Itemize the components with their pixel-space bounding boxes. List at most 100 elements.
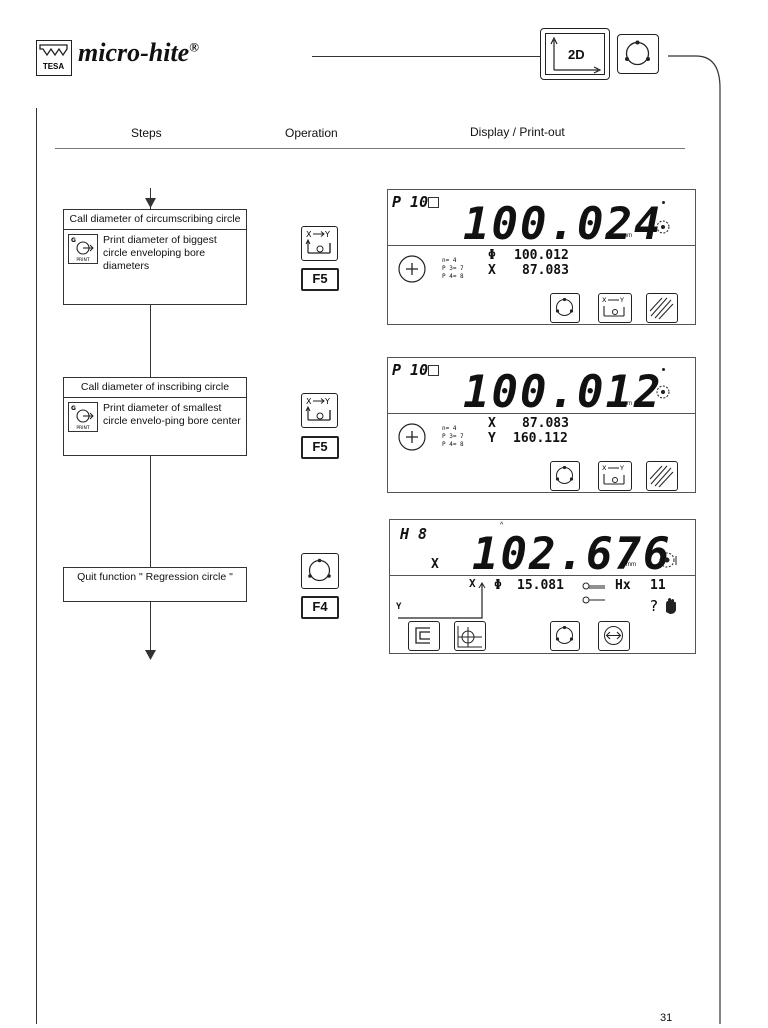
lcd-divider	[390, 575, 695, 576]
lcd-divider	[388, 245, 695, 246]
softkey-crosshair[interactable]	[454, 621, 486, 651]
step-2-box: Call diameter of inscribing circle G PRI…	[63, 377, 247, 456]
svg-text:Y: Y	[619, 296, 624, 304]
circle-plus-icon	[398, 423, 426, 451]
point-count: n= 4	[442, 425, 457, 432]
mode-2d-badge: 2D	[540, 28, 610, 80]
page-border-curve	[668, 55, 721, 1024]
header-divider	[55, 148, 685, 149]
circle-icon	[555, 297, 574, 316]
phi-value: 15.081	[517, 578, 564, 593]
svg-text:X: X	[602, 296, 607, 304]
step-title: Call diameter of inscribing circle	[64, 378, 246, 398]
brand-mark: ®	[189, 39, 199, 55]
key-lock-icon	[582, 582, 605, 604]
help-hand-icon: ?	[650, 597, 676, 615]
program-label: H 8	[400, 525, 428, 543]
probe-icon	[659, 552, 677, 568]
point-p3: P 3= 7	[442, 433, 464, 440]
line1-value: 87.083	[522, 416, 569, 431]
svg-text:G: G	[71, 237, 76, 244]
axis-corner-icon	[398, 582, 486, 619]
step-description: Print diameter of biggest circle envelop…	[103, 234, 217, 272]
checkbox-icon	[428, 365, 439, 376]
line2-symbol: Y	[488, 431, 496, 446]
col-steps: Steps	[131, 126, 162, 140]
step-title: Call diameter of circumscribing circle	[64, 210, 246, 230]
circle-plus-icon	[398, 255, 426, 283]
step-3-box: Quit function " Regression circle "	[63, 567, 247, 602]
softkey-circle[interactable]	[550, 293, 580, 323]
softkey-circle[interactable]	[550, 621, 580, 651]
main-reading: 100.024	[463, 199, 663, 250]
program-label: P 10	[392, 193, 429, 211]
svg-text:PRINT: PRINT	[76, 257, 90, 263]
checkbox-icon	[428, 197, 439, 208]
indicator-dot	[662, 201, 665, 204]
f4-key[interactable]: F4	[301, 596, 339, 619]
unit-label: mm	[626, 562, 636, 568]
indicator-dot	[662, 368, 665, 371]
hatch-icon	[649, 297, 674, 320]
probe-icon	[656, 220, 670, 234]
axis-y-marker: Y	[396, 602, 402, 612]
point-p4: P 4= 8	[442, 441, 464, 448]
softkey-hatch[interactable]	[646, 293, 678, 323]
svg-text:Y: Y	[324, 230, 330, 239]
softkey-hatch[interactable]	[646, 461, 678, 491]
svg-text:X: X	[306, 230, 312, 239]
hx-value: 11	[650, 578, 666, 593]
col-display: Display / Print-out	[470, 125, 565, 139]
softkey-circle[interactable]	[550, 461, 580, 491]
print-icon: G PRINT	[68, 402, 98, 432]
hatch-icon	[649, 465, 674, 488]
unit-label: mm	[622, 233, 632, 239]
line1-symbol: Φ	[488, 248, 496, 263]
circle-icon	[308, 558, 331, 582]
page-number: 31	[660, 1012, 673, 1024]
lcd-display-2: P 10 100.012 mm n= 4 P 3= 7 P 4= 8 X 87.…	[387, 357, 696, 493]
brand-name: micro-hite®	[78, 38, 199, 68]
mode-label: 2D	[568, 47, 585, 62]
line1-symbol: X	[488, 416, 496, 431]
line2-value: 160.112	[513, 431, 568, 446]
circle-function-key[interactable]	[301, 553, 339, 589]
svg-text:?: ?	[650, 597, 658, 615]
xy-swap-icon: X Y	[305, 230, 331, 254]
lcd-display-1: P 10 100.024 mm n= 4 P 3= 7 P 4= 8 Φ 100…	[387, 189, 696, 325]
step-description: Print diameter of smallest circle envelo…	[103, 402, 241, 427]
arrow-down-icon	[145, 198, 156, 208]
crosshair-icon	[457, 626, 482, 648]
softkey-swap[interactable]	[598, 621, 630, 651]
col-operation: Operation	[285, 126, 338, 140]
circle-icon	[625, 40, 650, 66]
xy-swap-key[interactable]: X Y	[301, 226, 338, 261]
line2-symbol: X	[488, 263, 496, 278]
caret-indicator: ^	[500, 522, 504, 529]
hx-label: Hx	[615, 578, 631, 593]
line1-value: 100.012	[514, 248, 569, 263]
lcd-divider	[388, 413, 695, 414]
step-1-box: Call diameter of circumscribing circle G…	[63, 209, 247, 305]
point-count: n= 4	[442, 257, 457, 264]
program-label: P 10	[392, 361, 429, 379]
softkey-bracket[interactable]	[408, 621, 440, 651]
f5-key[interactable]: F5	[301, 436, 339, 459]
axis-x-marker: X	[469, 577, 476, 590]
brand-title: micro-hite	[78, 38, 190, 67]
circle-icon	[555, 625, 574, 644]
xy-swap-key[interactable]: X Y	[301, 393, 338, 428]
print-icon: G PRINT	[68, 234, 98, 264]
left-border	[36, 108, 37, 1024]
bracket-icon	[415, 627, 430, 644]
axis-label: X	[431, 557, 439, 572]
circle-function-badge	[617, 34, 659, 74]
main-reading: 100.012	[463, 367, 663, 418]
svg-text:Y: Y	[619, 464, 624, 472]
probe-icon	[656, 385, 670, 399]
f5-key[interactable]: F5	[301, 268, 339, 291]
